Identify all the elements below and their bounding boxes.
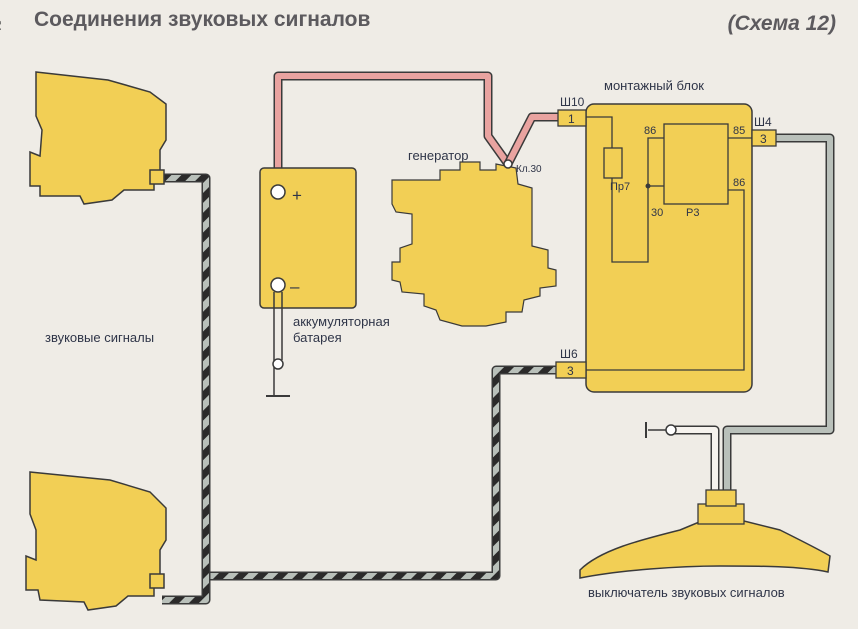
mount-block (585, 103, 753, 393)
connector-w10: 1 Ш10 (557, 95, 587, 127)
generator-terminal-label: Кл.30 (516, 164, 542, 175)
fuse-symbol (603, 147, 623, 179)
battery-ground (266, 292, 290, 397)
connector-w10-pin: 1 (568, 112, 575, 126)
relay-pin-86-right: 86 (733, 177, 745, 189)
wire-battery-to-generator (273, 71, 512, 192)
connector-w4: 3 Ш4 (751, 115, 777, 147)
relay-label: Р3 (686, 207, 699, 219)
wire-mount-block-to-horns (206, 365, 556, 581)
horn-bottom (25, 471, 167, 611)
relay-pin-30: 30 (651, 207, 663, 219)
battery-minus-sign: – (290, 277, 300, 296)
generator (391, 159, 557, 327)
battery-minus-terminal (270, 277, 286, 293)
connector-w10-label: Ш10 (560, 95, 585, 109)
connector-w4-pin: 3 (760, 132, 767, 146)
relay-pin-86-left: 86 (644, 125, 656, 137)
wire-switch-ground (645, 422, 720, 492)
wire-generator-to-mount-block (503, 112, 558, 167)
battery-label-line2: батарея (293, 330, 342, 345)
connector-w6: 3 Ш6 (555, 347, 587, 379)
battery-plus-sign: + (292, 186, 302, 205)
generator-terminal (503, 159, 513, 169)
wire-between-horns (160, 173, 211, 605)
battery: + – (259, 167, 357, 309)
connector-w4-label: Ш4 (754, 115, 772, 129)
wire-mount-block-to-switch (722, 133, 835, 492)
connector-w6-pin: 3 (567, 364, 574, 378)
switch-label: выключатель звуковых сигналов (588, 585, 785, 600)
horn-top (29, 71, 167, 205)
horn-switch (579, 489, 831, 579)
page-title: Соединения звуковых сигналов (34, 8, 371, 31)
connector-w6-label: Ш6 (560, 347, 578, 361)
scheme-label: (Схема 12) (727, 12, 836, 35)
relay-pin-85: 85 (733, 125, 745, 137)
fuse-label: Пр7 (610, 181, 630, 193)
generator-label: генератор (408, 148, 469, 163)
mount-block-label: монтажный блок (604, 78, 704, 93)
horns-label: звуковые сигналы (45, 330, 154, 345)
battery-label-line1: аккумуляторная (293, 314, 390, 329)
relay-symbol (663, 123, 729, 205)
battery-plus-terminal (270, 184, 286, 200)
